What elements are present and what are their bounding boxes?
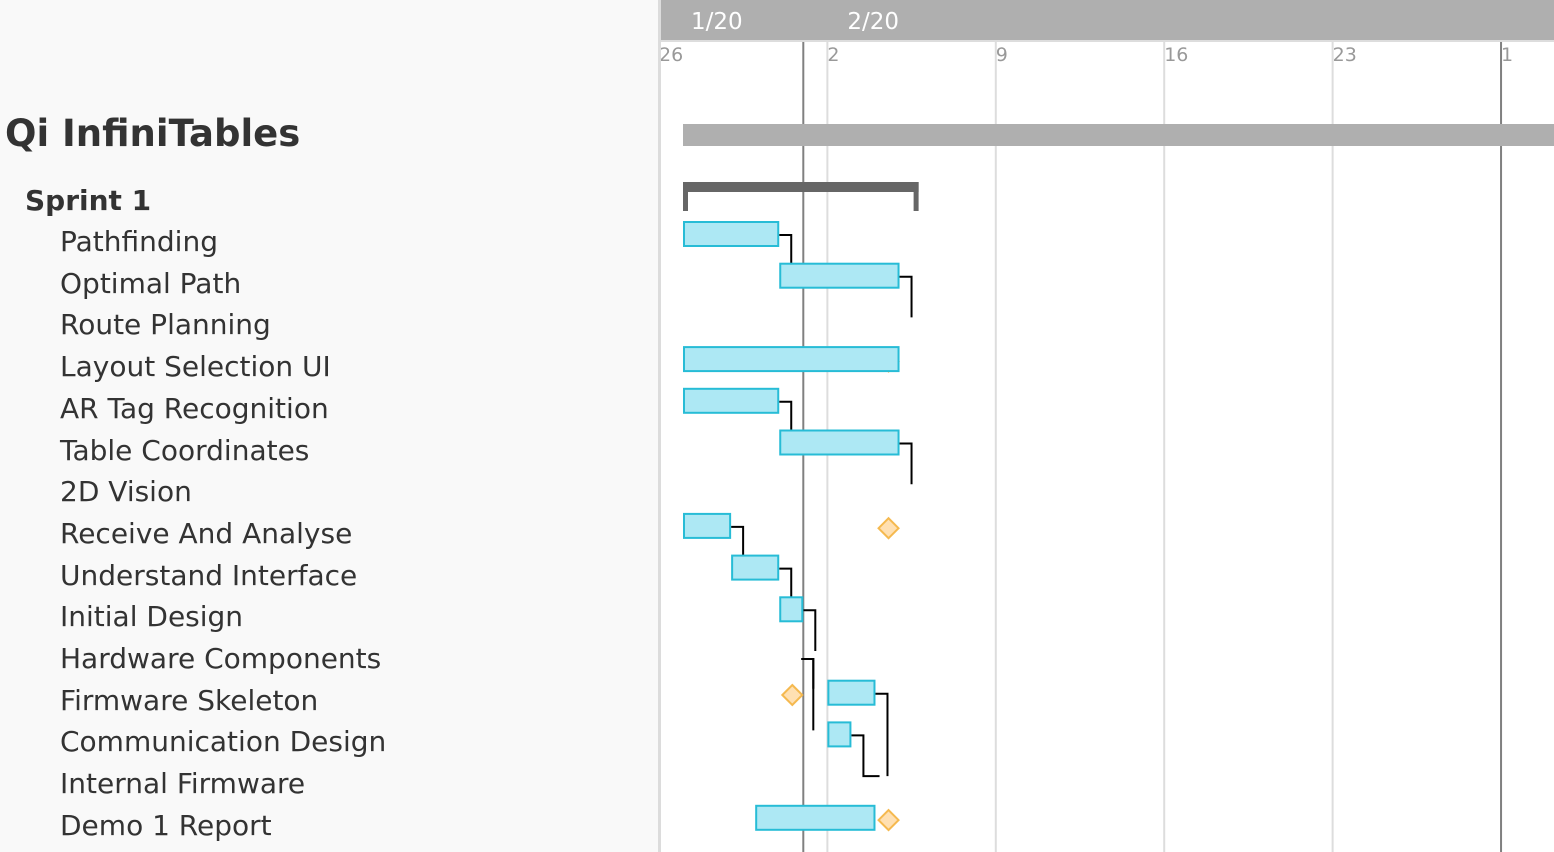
week-tick-label: 16 bbox=[1164, 44, 1188, 66]
task-name-table-coordinates[interactable]: Table Coordinates bbox=[60, 433, 310, 467]
task-bar-receive-and-analyse[interactable] bbox=[683, 512, 732, 539]
timeline-header bbox=[661, 0, 1554, 40]
milestone-internal-firmware[interactable] bbox=[877, 808, 900, 832]
task-name-pathfinding[interactable]: Pathfinding bbox=[60, 225, 218, 258]
week-tick-label: 1 bbox=[1501, 44, 1513, 66]
milestone-hardware-components[interactable] bbox=[780, 683, 804, 707]
dependency-connector bbox=[899, 442, 913, 485]
dependency-connector bbox=[899, 275, 913, 318]
task-name-understand-interface[interactable]: Understand Interface bbox=[60, 558, 358, 592]
dependency-connector bbox=[803, 609, 817, 651]
sprint-bar-right-cap bbox=[913, 182, 919, 211]
month-label: 1/20 bbox=[691, 9, 743, 35]
task-name-initial-design[interactable]: Initial Design bbox=[60, 600, 244, 634]
milestone-2d-vision[interactable] bbox=[877, 516, 900, 540]
sprint-summary-bar[interactable] bbox=[683, 182, 919, 192]
task-bar-layout-selection-ui[interactable] bbox=[683, 346, 900, 373]
gantt-chart: 1/20 2/20 26 2 9 16 23 1 bbox=[661, 0, 1554, 852]
task-bar-table-coordinates[interactable] bbox=[779, 429, 900, 456]
dependency-connector bbox=[731, 525, 745, 564]
dependency-connector bbox=[851, 734, 880, 778]
task-name-hardware-components[interactable]: Hardware Components bbox=[60, 642, 382, 675]
dependency-connector bbox=[779, 400, 793, 439]
week-tick-label: 23 bbox=[1333, 44, 1357, 66]
dependency-connector bbox=[875, 692, 889, 777]
project-title[interactable]: Qi InfiniTables bbox=[5, 112, 301, 155]
task-name-optimal-path[interactable]: Optimal Path bbox=[60, 266, 242, 300]
task-bar-optimal-path[interactable] bbox=[779, 262, 900, 289]
task-name-internal-firmware[interactable]: Internal Firmware bbox=[60, 767, 306, 801]
dependency-connector bbox=[779, 234, 793, 272]
task-name-2d-vision[interactable]: 2D Vision bbox=[60, 475, 192, 509]
timeline-header-border bbox=[661, 40, 1554, 42]
task-bar-understand-interface[interactable] bbox=[731, 554, 780, 581]
sprint-bar-left-cap bbox=[683, 182, 688, 211]
task-name-layout-selection-ui[interactable]: Layout Selection UI bbox=[60, 350, 331, 384]
dependency-connector bbox=[801, 658, 815, 731]
task-bar-demo-1-report[interactable] bbox=[755, 804, 876, 831]
task-name-communication-design[interactable]: Communication Design bbox=[60, 725, 387, 759]
project-bar[interactable] bbox=[683, 124, 1554, 146]
task-bar-pathfinding[interactable] bbox=[683, 221, 780, 247]
task-name-demo-1-report[interactable]: Demo 1 Report bbox=[60, 808, 272, 842]
task-bar-ar-tag-recognition[interactable] bbox=[683, 387, 780, 414]
task-name-route-planning[interactable]: Route Planning bbox=[60, 308, 271, 342]
gantt-timeline: 1/20 2/20 26 2 9 16 23 1 bbox=[661, 0, 1554, 852]
week-tick-label: 26 bbox=[661, 44, 683, 66]
task-bar-communication-design[interactable] bbox=[827, 721, 852, 748]
task-name-receive-and-analyse[interactable]: Receive And Analyse bbox=[60, 516, 353, 550]
dependency-connector bbox=[779, 567, 793, 606]
week-tick-label: 2 bbox=[827, 44, 839, 66]
month-label: 2/20 bbox=[847, 9, 899, 35]
task-bar-initial-design[interactable] bbox=[779, 596, 804, 623]
task-name-ar-tag-recognition[interactable]: AR Tag Recognition bbox=[60, 391, 329, 425]
sprint-title[interactable]: Sprint 1 bbox=[25, 184, 152, 217]
task-bar-firmware-skeleton[interactable] bbox=[827, 679, 876, 706]
task-name-firmware-skeleton[interactable]: Firmware Skeleton bbox=[60, 683, 319, 717]
week-tick-label: 9 bbox=[996, 44, 1008, 66]
panel-divider[interactable] bbox=[658, 0, 661, 852]
